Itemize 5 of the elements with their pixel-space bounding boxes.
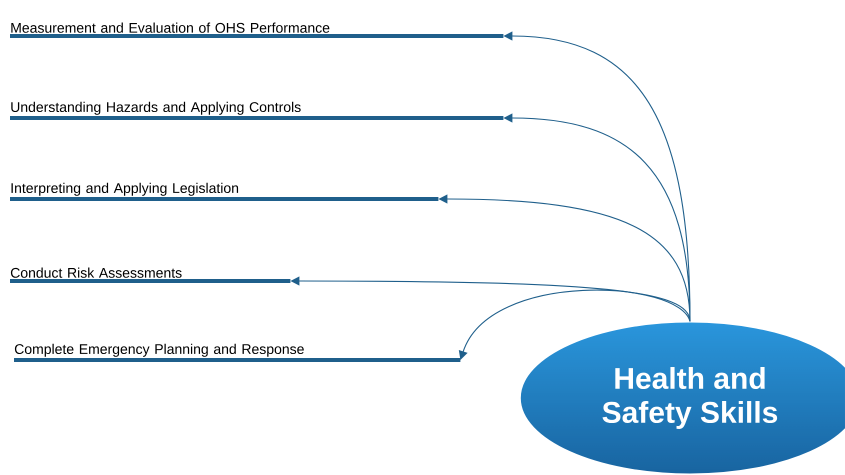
- branch-label: Complete Emergency Planning and Response: [14, 344, 460, 362]
- branch-label: Measurement and Evaluation of OHS Performance: [10, 22, 504, 38]
- branch-label: Understanding Hazards and Applying Controls: [10, 102, 504, 120]
- branch-label: Interpreting and Applying Legislation: [10, 182, 438, 201]
- branch-label: Conduct Risk Assessments: [10, 268, 290, 283]
